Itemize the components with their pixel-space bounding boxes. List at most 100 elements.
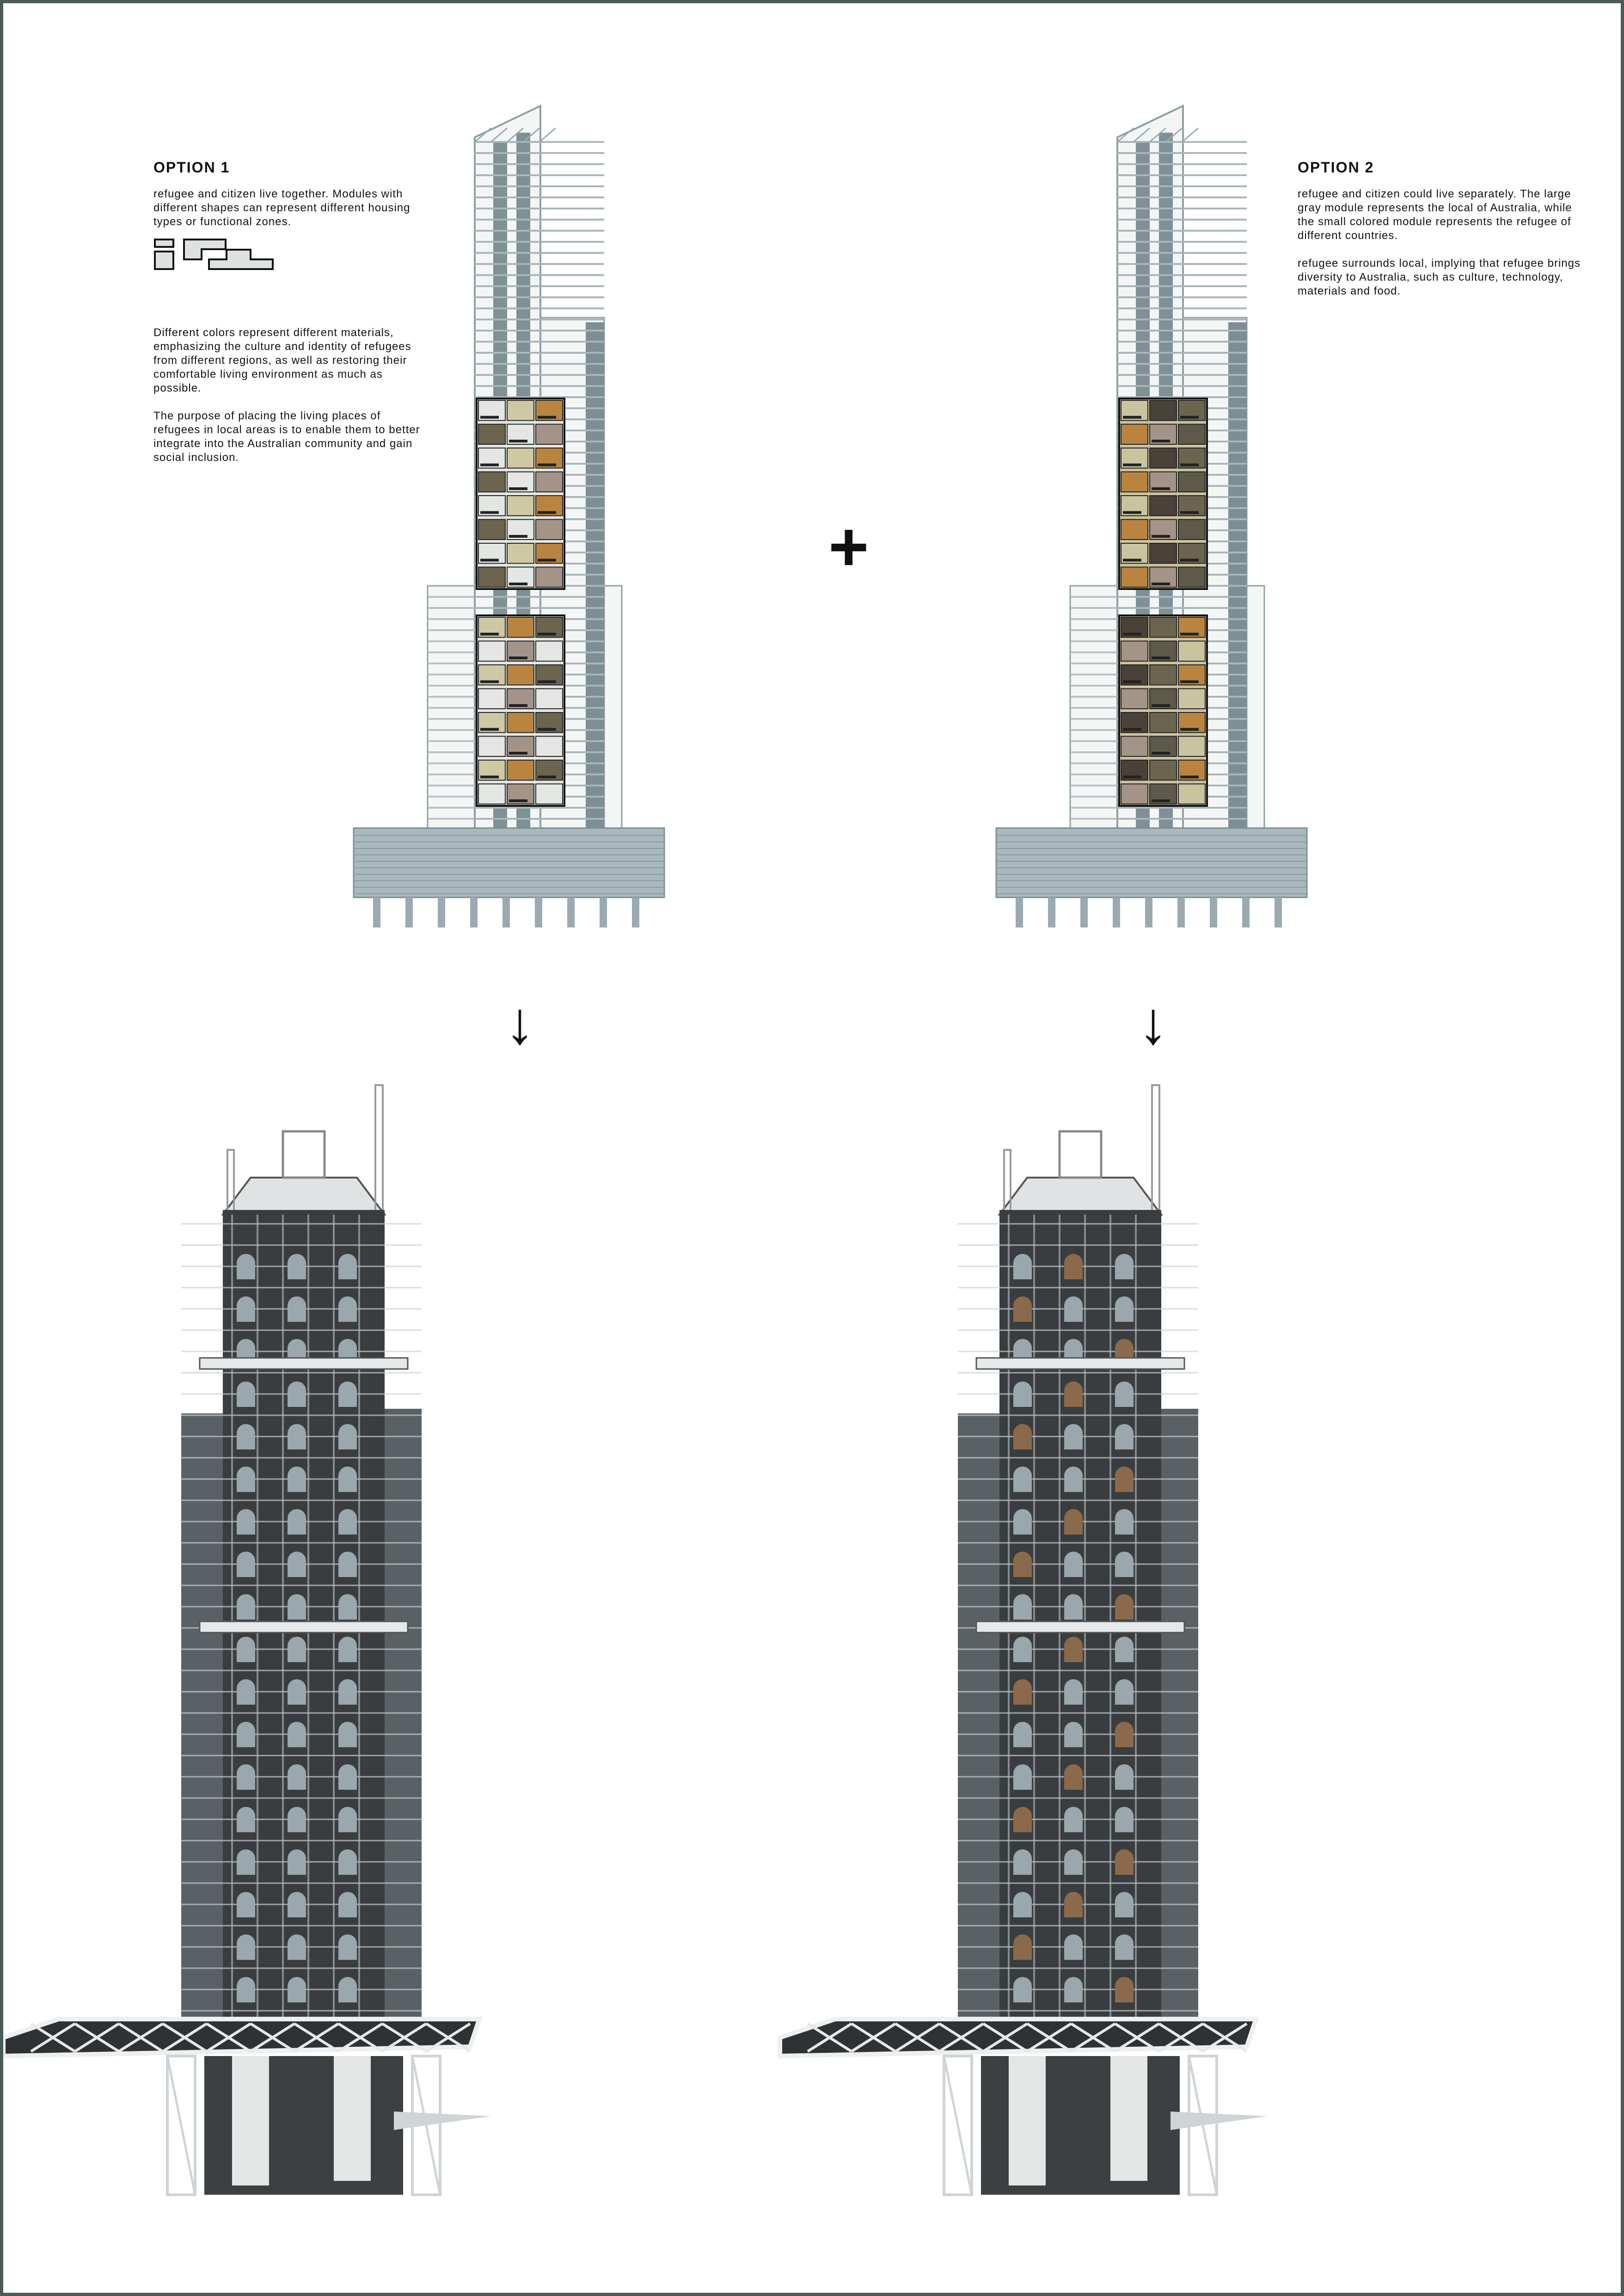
arched-window <box>288 1764 306 1790</box>
arched-window <box>338 1381 357 1407</box>
arched-window <box>288 1934 306 1960</box>
truss-collar <box>975 1357 1185 1370</box>
option-2-paragraph: refugee and citizen could live separatel… <box>1298 188 1572 242</box>
truss-diagonal <box>74 2022 120 2053</box>
truss-line <box>539 127 556 143</box>
base-wall <box>1009 2056 1046 2185</box>
housing-module <box>535 566 563 588</box>
arched-window <box>1115 1509 1134 1535</box>
support-leg <box>1016 897 1023 927</box>
balcony-rail <box>480 416 499 419</box>
arched-window <box>1115 1807 1134 1832</box>
balcony-rail <box>509 583 527 585</box>
housing-module <box>1121 471 1148 492</box>
side-block <box>958 1413 999 2028</box>
truss-diagonal <box>294 2022 339 2053</box>
housing-module <box>1121 566 1148 588</box>
base-wall <box>334 2056 371 2181</box>
housing-module <box>535 736 563 757</box>
housing-module <box>1149 712 1177 733</box>
rendered-tower-option-2 <box>778 1084 1268 2196</box>
balcony-rail <box>1152 704 1170 707</box>
arched-window <box>1013 1849 1032 1875</box>
rendered-tower-option-1 <box>3 1084 491 2196</box>
truss-line <box>1149 127 1166 143</box>
housing-module <box>535 783 563 804</box>
housing-module <box>478 783 506 804</box>
support-leg <box>438 897 445 927</box>
arched-window <box>237 1892 255 1917</box>
truss-diagonal <box>1114 2022 1160 2053</box>
option-1-paragraph: The purpose of placing the living places… <box>153 410 420 464</box>
housing-module <box>1178 566 1206 588</box>
truss-diagonal <box>1158 2022 1204 2053</box>
arched-window <box>338 1892 357 1917</box>
housing-module <box>535 471 563 492</box>
housing-module <box>478 688 506 709</box>
arched-window <box>1013 1977 1032 2002</box>
arched-window <box>1013 1594 1032 1620</box>
truss-diagonal <box>1070 2022 1116 2053</box>
balcony-rail <box>538 511 556 514</box>
arched-window <box>288 1977 306 2002</box>
arched-window <box>1064 1679 1083 1705</box>
balcony-rail <box>480 632 499 636</box>
arched-window <box>288 1424 306 1449</box>
balcony-rail <box>1180 775 1199 779</box>
balcony-rail <box>1180 632 1199 636</box>
truss-diagonal <box>1026 2022 1072 2053</box>
balcony-rail <box>538 463 556 467</box>
truss-line <box>1133 127 1150 143</box>
housing-module <box>507 495 534 516</box>
side-block <box>1161 1409 1198 2028</box>
balcony-rail <box>1123 680 1141 683</box>
housing-module <box>1149 617 1177 638</box>
arched-window <box>288 1296 306 1322</box>
arched-window <box>237 1764 255 1790</box>
truss-line <box>1117 127 1134 143</box>
arched-window <box>288 1594 306 1620</box>
support-leg <box>470 897 478 927</box>
support-leg <box>567 897 575 927</box>
option-2-paragraph: refugee surrounds local, implying that r… <box>1298 257 1581 297</box>
arched-window <box>288 1892 306 1917</box>
plus-icon: + <box>828 508 869 585</box>
cantilever-platform <box>778 2017 1259 2059</box>
option-2-title: OPTION 2 <box>1298 159 1374 176</box>
balcony-rail <box>1180 511 1199 514</box>
arrow-down-icon: ↓ <box>505 989 535 1056</box>
housing-module <box>1178 783 1206 804</box>
arched-window <box>1115 1637 1134 1662</box>
truss-diagonal <box>250 2022 295 2053</box>
arched-window <box>237 1977 255 2002</box>
ramp-slab <box>1171 2112 1268 2130</box>
balcony-rail <box>1152 752 1170 755</box>
balcony-rail <box>509 657 527 659</box>
arched-window <box>338 1722 357 1747</box>
arched-window <box>1115 1381 1134 1407</box>
support-leg <box>1275 897 1282 927</box>
support-leg <box>632 897 639 927</box>
arched-window <box>1115 1254 1134 1279</box>
balcony-rail <box>1180 680 1199 683</box>
arched-window <box>1013 1637 1032 1662</box>
truss-diagonal <box>807 2022 852 2053</box>
support-leg <box>405 897 413 927</box>
balcony-rail <box>509 752 527 755</box>
arched-window <box>338 1849 357 1875</box>
truss-line <box>1182 127 1199 143</box>
crown <box>221 1177 386 1216</box>
truss-diagonal <box>30 2022 76 2053</box>
arched-window <box>1013 1892 1032 1917</box>
housing-module <box>535 688 563 709</box>
module-shapes-icon <box>154 239 274 270</box>
arched-window <box>1115 1934 1134 1960</box>
arched-window <box>1115 1594 1134 1620</box>
housing-module <box>1121 783 1148 804</box>
housing-module <box>478 519 506 540</box>
arched-window <box>1064 1637 1083 1662</box>
lattice-leg <box>166 2055 196 2196</box>
housing-module <box>1121 519 1148 540</box>
arched-window <box>1064 1424 1083 1449</box>
arched-window <box>338 1807 357 1832</box>
